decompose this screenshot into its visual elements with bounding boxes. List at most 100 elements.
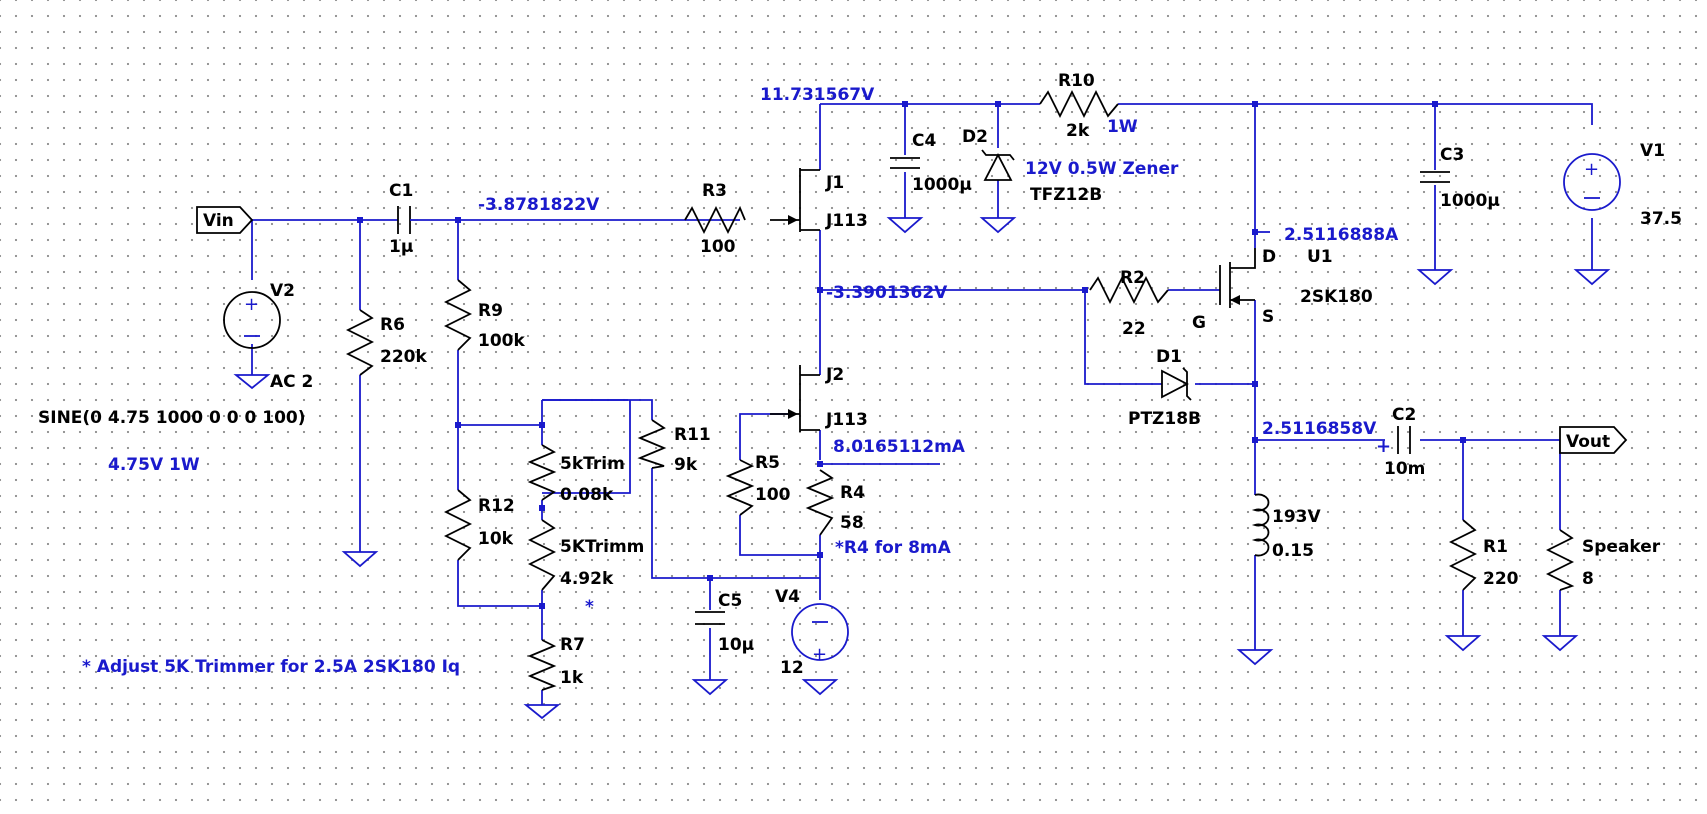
trim2-value: 4.92k [560, 569, 614, 589]
resistor-trim1[interactable]: 5kTrim 0.08k [527, 444, 625, 505]
c2-value: 10m [1384, 459, 1425, 479]
u1-pin-d: D [1262, 247, 1276, 267]
r4-note: *R4 for 8mA [835, 538, 952, 558]
resistor-r12[interactable]: R12 10k [443, 489, 515, 561]
d1-value: PTZ18B [1128, 409, 1201, 429]
speaker-value: 8 [1582, 569, 1594, 589]
vin-port[interactable]: Vin [196, 206, 254, 234]
resistor-trim2[interactable]: 5KTrimm 4.92k [527, 519, 644, 591]
capacitor-c2[interactable]: + C2 10m [1376, 405, 1425, 479]
junction-dots [357, 101, 1466, 609]
d1-name: D1 [1156, 347, 1182, 367]
resistor-r9[interactable]: R9 100k [443, 279, 525, 351]
r10-name: R10 [1058, 71, 1095, 91]
u1-pin-s: S [1262, 307, 1274, 327]
resistor-speaker[interactable]: Speaker 8 [1545, 529, 1661, 591]
voltage-source-v4[interactable]: + V4 12 [775, 587, 849, 678]
jfet-j1[interactable]: J1 J113 [770, 168, 868, 232]
zener-diode-d2[interactable]: D2 12V 0.5W Zener TFZ12B [962, 127, 1179, 205]
j2-current: 8.0165112mA [833, 437, 966, 457]
supply-node-voltage: 11.731567V [760, 85, 875, 105]
zener-diode-d1[interactable]: D1 PTZ18B [1128, 347, 1201, 429]
c1-value: 1µ [389, 237, 413, 257]
j2-name: J2 [825, 365, 844, 385]
c4-name: C4 [912, 131, 936, 151]
trim2-name: 5KTrimm [560, 537, 644, 557]
v2-spec: SINE(0 4.75 1000 0 0 0 100) [38, 408, 306, 428]
c3-name: C3 [1440, 145, 1464, 165]
voltage-source-v1[interactable]: + V1 37.5 [1563, 141, 1682, 229]
r4-name: R4 [840, 483, 865, 503]
svg-text:+: + [1376, 436, 1391, 457]
drain-current: 2.5116888A [1284, 225, 1399, 245]
resistor-r11[interactable]: R11 9k [637, 419, 711, 475]
resistor-r7[interactable]: R7 1k [527, 635, 585, 691]
r11-name: R11 [674, 425, 711, 445]
svg-text:+: + [1584, 159, 1599, 180]
trim1-name: 5kTrim [560, 454, 625, 474]
r1-value: 220 [1483, 569, 1519, 589]
vin-label: Vin [203, 211, 234, 231]
input-node-voltage: -3.8781822V [478, 195, 600, 215]
resistor-r3[interactable]: R3 100 [684, 181, 746, 257]
capacitor-c1[interactable]: C1 1µ [360, 181, 418, 257]
r5-value: 100 [755, 485, 791, 505]
r2-value: 22 [1122, 319, 1146, 339]
v2-note: 4.75V 1W [108, 455, 200, 475]
u1-name: U1 [1307, 247, 1333, 267]
capacitor-c3[interactable]: C3 1000µ [1420, 145, 1500, 211]
j1-name: J1 [825, 173, 844, 193]
vout-port[interactable]: Vout [1559, 426, 1628, 454]
c2-name: C2 [1392, 405, 1416, 425]
wires [251, 103, 1593, 705]
svg-text:+: + [812, 644, 827, 665]
v2-name: V2 [270, 281, 295, 301]
v2-value: AC 2 [270, 372, 313, 392]
inductor[interactable]: 193V 0.15 [1251, 493, 1321, 562]
c5-name: C5 [718, 591, 742, 611]
jfet-j2[interactable]: J2 J113 [770, 365, 868, 432]
speaker-name: Speaker [1582, 537, 1661, 557]
resistor-r6[interactable]: R6 220k [345, 309, 427, 376]
v1-value: 37.5 [1640, 209, 1682, 229]
v4-name: V4 [775, 587, 800, 607]
resistor-r5[interactable]: R5 100 [725, 453, 791, 516]
d2-name: D2 [962, 127, 988, 147]
r3-value: 100 [700, 237, 736, 257]
trim1-value: 0.08k [560, 485, 614, 505]
u1-value: 2SK180 [1300, 287, 1373, 307]
v1-name: V1 [1640, 141, 1665, 161]
resistor-r4[interactable]: R4 58 [805, 469, 865, 536]
inductor-value: 193V [1272, 507, 1321, 527]
r12-name: R12 [478, 496, 515, 516]
j1-value: J113 [825, 211, 868, 231]
r3-name: R3 [702, 181, 727, 201]
c3-value: 1000µ [1440, 191, 1500, 211]
r10-value: 2k [1066, 121, 1090, 141]
source-node-voltage: 2.5116858V [1262, 419, 1377, 439]
r6-name: R6 [380, 315, 405, 335]
inductor-param: 0.15 [1272, 541, 1314, 561]
capacitor-c4[interactable]: C4 1000µ [890, 131, 972, 195]
resistor-r10[interactable]: R10 2k 1W [1039, 71, 1138, 141]
vout-label: Vout [1566, 432, 1610, 452]
mosfet-u1[interactable]: D G S U1 2SK180 [1192, 247, 1373, 333]
c1-name: C1 [389, 181, 413, 201]
voltage-source-v2[interactable]: + V2 AC 2 [223, 281, 313, 392]
d2-value: TFZ12B [1030, 185, 1102, 205]
j2-value: J113 [825, 410, 868, 430]
r4-value: 58 [840, 513, 864, 533]
r5-name: R5 [755, 453, 780, 473]
r9-name: R9 [478, 301, 503, 321]
svg-text:+: + [244, 294, 259, 315]
capacitor-c5[interactable]: C5 10µ [695, 591, 754, 655]
r1-name: R1 [1483, 537, 1508, 557]
resistor-r1[interactable]: R1 220 [1448, 519, 1519, 591]
resistor-r2[interactable]: R2 22 [1089, 268, 1169, 339]
trim-asterisk: * [585, 597, 594, 617]
c5-value: 10µ [718, 635, 754, 655]
adjust-note: * Adjust 5K Trimmer for 2.5A 2SK180 Iq [82, 657, 460, 677]
r7-value: 1k [560, 668, 584, 688]
